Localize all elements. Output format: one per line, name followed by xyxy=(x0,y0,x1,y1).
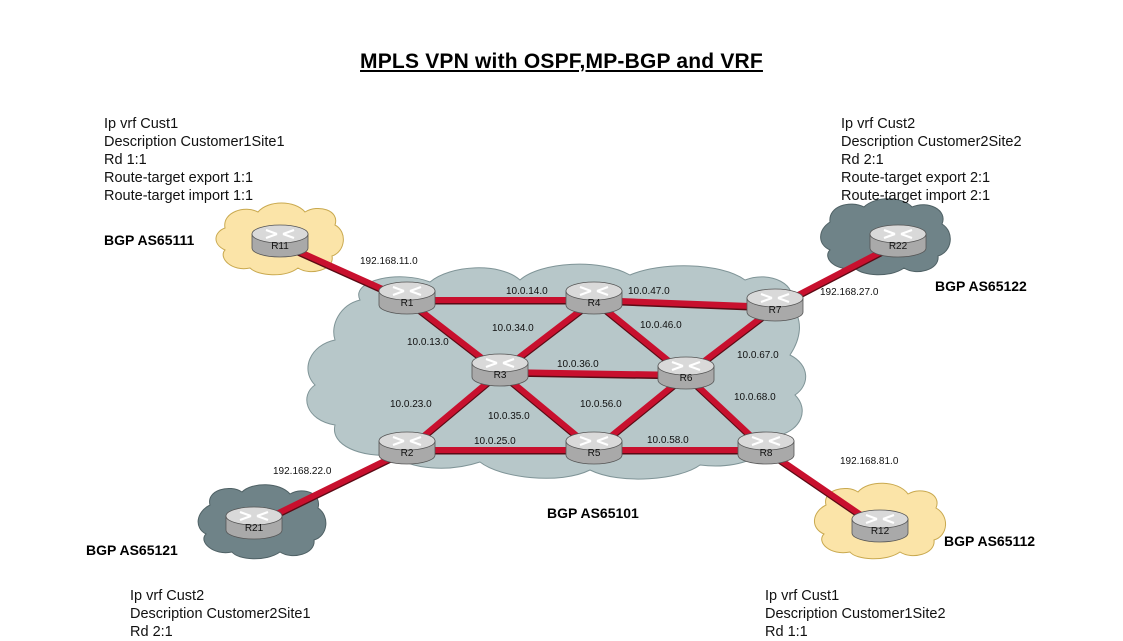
vrf-line: Route-target import 2:1 xyxy=(841,188,991,204)
router-r6[interactable]: R6 xyxy=(657,356,715,390)
as-label-65111: BGP AS65111 xyxy=(104,232,195,248)
network-label: 192.168.11.0 xyxy=(360,256,418,267)
router-top xyxy=(657,356,715,376)
vrf-line: Ip vrf Cust2 xyxy=(841,116,916,132)
router-arrows-icon xyxy=(865,513,895,525)
router-top xyxy=(471,353,529,373)
router-label: R7 xyxy=(769,305,782,316)
router-top xyxy=(225,506,283,526)
link-r3-r6 xyxy=(499,369,687,378)
network-label: 10.0.58.0 xyxy=(647,435,689,446)
router-arrows-icon xyxy=(265,228,295,240)
router-label: R5 xyxy=(588,448,601,459)
router-arrows-icon xyxy=(760,292,790,304)
network-label: 10.0.36.0 xyxy=(557,359,599,370)
router-r1[interactable]: R1 xyxy=(378,281,436,315)
vrf-line: Route-target export 1:1 xyxy=(104,170,254,186)
as-label-65101: BGP AS65101 xyxy=(547,505,639,521)
router-arrows-icon xyxy=(883,228,913,240)
router-label: R8 xyxy=(760,448,773,459)
router-r3[interactable]: R3 xyxy=(471,353,529,387)
router-label: R4 xyxy=(588,298,601,309)
router-arrows-icon xyxy=(485,357,515,369)
router-arrows-icon xyxy=(579,435,609,447)
network-label: 10.0.25.0 xyxy=(474,436,516,447)
router-r2[interactable]: R2 xyxy=(378,431,436,465)
router-r8[interactable]: R8 xyxy=(737,431,795,465)
router-top xyxy=(251,224,309,244)
router-top xyxy=(378,281,436,301)
vrf-line: Route-target export 2:1 xyxy=(841,170,991,186)
network-label: 10.0.14.0 xyxy=(506,286,548,297)
router-top xyxy=(565,431,623,451)
router-arrows-icon xyxy=(392,285,422,297)
router-arrows-icon xyxy=(671,360,701,372)
router-top xyxy=(869,224,927,244)
vrf-line: Ip vrf Cust1 xyxy=(104,116,179,132)
router-top xyxy=(565,281,623,301)
vrf-line: Rd 1:1 xyxy=(104,152,147,168)
router-top xyxy=(851,509,909,529)
network-label: 10.0.67.0 xyxy=(737,350,779,361)
router-arrows-icon xyxy=(751,435,781,447)
vrf-line: Rd 2:1 xyxy=(841,152,884,168)
router-r4[interactable]: R4 xyxy=(565,281,623,315)
vrf-config-cust1-site1: Ip vrf Cust1 Description Customer1Site1 … xyxy=(104,115,285,205)
router-r12[interactable]: R12 xyxy=(851,509,909,543)
router-r22[interactable]: R22 xyxy=(869,224,927,258)
router-r21[interactable]: R21 xyxy=(225,506,283,540)
network-label: 10.0.68.0 xyxy=(734,392,776,403)
router-top xyxy=(737,431,795,451)
vrf-line: Route-target import 1:1 xyxy=(104,188,254,204)
router-arrows-icon xyxy=(239,510,269,522)
router-r7[interactable]: R7 xyxy=(746,288,804,322)
vrf-line: Rd 2:1 xyxy=(130,624,173,640)
router-r5[interactable]: R5 xyxy=(565,431,623,465)
router-label: R21 xyxy=(245,523,264,534)
as-label-65121: BGP AS65121 xyxy=(86,542,178,558)
router-label: R2 xyxy=(401,448,414,459)
router-label: R1 xyxy=(401,298,414,309)
diagram-title: MPLS VPN with OSPF,MP-BGP and VRF xyxy=(360,50,763,73)
router-label: R11 xyxy=(271,241,289,252)
vrf-line: Description Customer2Site2 xyxy=(841,134,1022,150)
link-r4-r7 xyxy=(593,297,776,310)
vrf-line: Description Customer1Site1 xyxy=(104,134,285,150)
router-arrows-icon xyxy=(392,435,422,447)
network-label: 10.0.47.0 xyxy=(628,286,670,297)
network-label: 10.0.23.0 xyxy=(390,399,432,410)
vrf-line: Description Customer1Site2 xyxy=(765,606,946,622)
vrf-config-cust1-site2: Ip vrf Cust1 Description Customer1Site2 … xyxy=(765,587,946,641)
vrf-line: Description Customer2Site1 xyxy=(130,606,311,622)
vrf-line: Ip vrf Cust2 xyxy=(130,588,205,604)
vrf-config-cust2-site2: Ip vrf Cust2 Description Customer2Site2 … xyxy=(841,115,1022,205)
vrf-config-cust2-site1: Ip vrf Cust2 Description Customer2Site1 … xyxy=(130,587,311,641)
vrf-line: Rd 1:1 xyxy=(765,624,808,640)
router-label: R22 xyxy=(889,241,908,252)
network-label: 192.168.27.0 xyxy=(820,287,879,298)
network-label: 10.0.35.0 xyxy=(488,411,530,422)
as-label-65112: BGP AS65112 xyxy=(944,533,1036,549)
router-label: R12 xyxy=(871,526,890,537)
router-arrows-icon xyxy=(579,285,609,297)
router-r11[interactable]: R11 xyxy=(251,224,309,258)
network-label: 192.168.22.0 xyxy=(273,466,332,477)
router-label: R3 xyxy=(494,370,507,381)
network-label: 192.168.81.0 xyxy=(840,456,899,467)
as-label-65122: BGP AS65122 xyxy=(935,278,1027,294)
router-label: R6 xyxy=(680,373,693,384)
network-label: 10.0.13.0 xyxy=(407,337,449,348)
network-label: 10.0.46.0 xyxy=(640,320,682,331)
router-top xyxy=(378,431,436,451)
network-label: 10.0.56.0 xyxy=(580,399,622,410)
network-label: 10.0.34.0 xyxy=(492,323,534,334)
vrf-line: Ip vrf Cust1 xyxy=(765,588,840,604)
router-top xyxy=(746,288,804,308)
